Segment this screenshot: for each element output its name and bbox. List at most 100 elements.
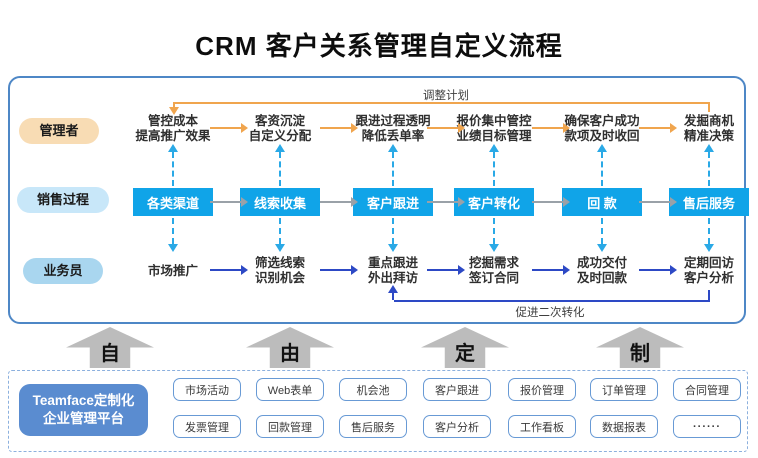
flow-arrow-icon bbox=[320, 197, 358, 207]
module-box: 工作看板 bbox=[508, 415, 576, 438]
item-line: 及时回款 bbox=[576, 271, 627, 285]
staff-task-item: 挖掘需求 签订合同 bbox=[439, 254, 549, 288]
platform-name-line: 企业管理平台 bbox=[43, 411, 124, 426]
feedback-top-arrowhead-icon bbox=[169, 107, 179, 115]
feedback-bottom-left-segment bbox=[392, 293, 394, 300]
item-line: 款项及时收回 bbox=[564, 129, 640, 143]
flow-arrow-icon bbox=[427, 265, 465, 275]
item-line: 管控成本 bbox=[147, 114, 198, 128]
process-stage-box: 售后服务 bbox=[669, 188, 749, 216]
item-line: 定期回访 bbox=[683, 256, 734, 270]
item-line: 报价集中管控 bbox=[456, 114, 532, 128]
connector-down-arrowhead-icon bbox=[489, 244, 499, 252]
connector-up-arrowhead-icon bbox=[168, 144, 178, 152]
connector-up-arrowhead-icon bbox=[704, 144, 714, 152]
module-box: 客户分析 bbox=[423, 415, 491, 438]
feedback-top-right-segment bbox=[708, 102, 710, 112]
connector-down-arrowhead-icon bbox=[704, 244, 714, 252]
item-line: 筛选线索 bbox=[254, 256, 305, 270]
page-title: CRM 客户关系管理自定义流程 bbox=[195, 31, 563, 61]
feedback-top-line bbox=[174, 102, 710, 104]
item-line: 市场推广 bbox=[147, 263, 198, 278]
bridge-arrow-char: 制 bbox=[630, 343, 650, 365]
flow-arrow-icon bbox=[639, 123, 677, 133]
module-box: 回款管理 bbox=[256, 415, 324, 438]
flow-arrow-icon bbox=[532, 197, 570, 207]
manager-goal-item: 发掘商机 精准决策 bbox=[654, 112, 758, 146]
module-box: 订单管理 bbox=[590, 378, 658, 401]
flow-arrow-icon bbox=[532, 123, 570, 133]
flow-arrow-icon bbox=[427, 123, 465, 133]
module-box: 售后服务 bbox=[339, 415, 407, 438]
item-line: 客户分析 bbox=[683, 271, 734, 285]
bridge-up-arrow-icon: 由 bbox=[246, 327, 334, 368]
item-line: 客资沉淀 bbox=[254, 114, 305, 128]
flow-arrow-icon bbox=[210, 265, 248, 275]
module-box: 数据报表 bbox=[590, 415, 658, 438]
bridge-arrow-char: 由 bbox=[280, 343, 300, 365]
item-line: 挖掘需求 bbox=[468, 256, 519, 270]
staff-task-item: 筛选线索 识别机会 bbox=[225, 254, 335, 288]
connector-down-dashed bbox=[392, 218, 394, 244]
item-line: 跟进过程透明 bbox=[355, 114, 431, 128]
bridge-arrow-char: 定 bbox=[455, 343, 475, 365]
process-stage-box: 客户跟进 bbox=[353, 188, 433, 216]
item-line: 降低丢单率 bbox=[361, 129, 425, 143]
connector-down-dashed bbox=[279, 218, 281, 244]
staff-task-item: 重点跟进 外出拜访 bbox=[338, 254, 448, 288]
connector-down-arrowhead-icon bbox=[168, 244, 178, 252]
connector-down-dashed bbox=[708, 218, 710, 244]
row-label-staff: 业务员 bbox=[23, 258, 103, 284]
module-box-more: ······ bbox=[673, 415, 741, 438]
staff-task-item: 成功交付 及时回款 bbox=[547, 254, 657, 288]
connector-down-arrowhead-icon bbox=[275, 244, 285, 252]
bridge-up-arrow-icon: 自 bbox=[66, 327, 154, 368]
item-line: 业绩目标管理 bbox=[456, 129, 532, 143]
item-line: 提高推广效果 bbox=[135, 129, 211, 143]
connector-up-arrowhead-icon bbox=[388, 144, 398, 152]
flow-arrow-icon bbox=[639, 265, 677, 275]
flow-arrow-icon bbox=[320, 265, 358, 275]
manager-goal-item: 客资沉淀 自定义分配 bbox=[225, 112, 335, 146]
connector-up-dashed bbox=[493, 152, 495, 186]
platform-name-box: Teamface定制化 企业管理平台 bbox=[19, 384, 148, 436]
connector-up-dashed bbox=[708, 152, 710, 186]
connector-up-dashed bbox=[392, 152, 394, 186]
item-line: 成功交付 bbox=[576, 256, 627, 270]
connector-up-arrowhead-icon bbox=[597, 144, 607, 152]
platform-name-line: Teamface定制化 bbox=[32, 393, 135, 408]
process-stage-box: 回 款 bbox=[562, 188, 642, 216]
manager-goal-item: 报价集中管控 业绩目标管理 bbox=[439, 112, 549, 146]
row-label-process: 销售过程 bbox=[17, 187, 109, 213]
flow-diagram-container: 调整计划 管理者 销售过程 业务员 管控成本 提高推广效果 客资沉淀 自定义分配… bbox=[8, 76, 749, 324]
process-stage-box: 各类渠道 bbox=[133, 188, 213, 216]
feedback-top-label: 调整计划 bbox=[423, 90, 469, 102]
item-line: 重点跟进 bbox=[367, 256, 418, 270]
staff-task-item: 定期回访 客户分析 bbox=[654, 254, 758, 288]
flow-arrow-icon bbox=[210, 197, 248, 207]
module-box: 客户跟进 bbox=[423, 378, 491, 401]
flow-arrow-icon bbox=[210, 123, 248, 133]
module-box: 合同管理 bbox=[673, 378, 741, 401]
item-line: 外出拜访 bbox=[367, 271, 418, 285]
module-box: Web表单 bbox=[256, 378, 324, 401]
connector-up-arrowhead-icon bbox=[275, 144, 285, 152]
staff-task-item: 市场推广 bbox=[118, 254, 228, 288]
flow-arrow-icon bbox=[532, 265, 570, 275]
manager-goal-item: 跟进过程透明 降低丢单率 bbox=[338, 112, 448, 146]
connector-down-dashed bbox=[493, 218, 495, 244]
connector-up-dashed bbox=[601, 152, 603, 186]
item-line: 发掘商机 bbox=[683, 114, 734, 128]
connector-down-dashed bbox=[172, 218, 174, 244]
feedback-bottom-line bbox=[394, 300, 710, 302]
flow-arrow-icon bbox=[639, 197, 677, 207]
item-line: 签订合同 bbox=[468, 271, 519, 285]
item-line: 确保客户成功 bbox=[564, 114, 640, 128]
connector-down-arrowhead-icon bbox=[388, 244, 398, 252]
flow-arrow-icon bbox=[320, 123, 358, 133]
item-line: 自定义分配 bbox=[248, 129, 312, 143]
feedback-bottom-label: 促进二次转化 bbox=[515, 307, 585, 319]
module-box: 机会池 bbox=[339, 378, 407, 401]
connector-down-arrowhead-icon bbox=[597, 244, 607, 252]
row-label-manager: 管理者 bbox=[19, 118, 99, 144]
